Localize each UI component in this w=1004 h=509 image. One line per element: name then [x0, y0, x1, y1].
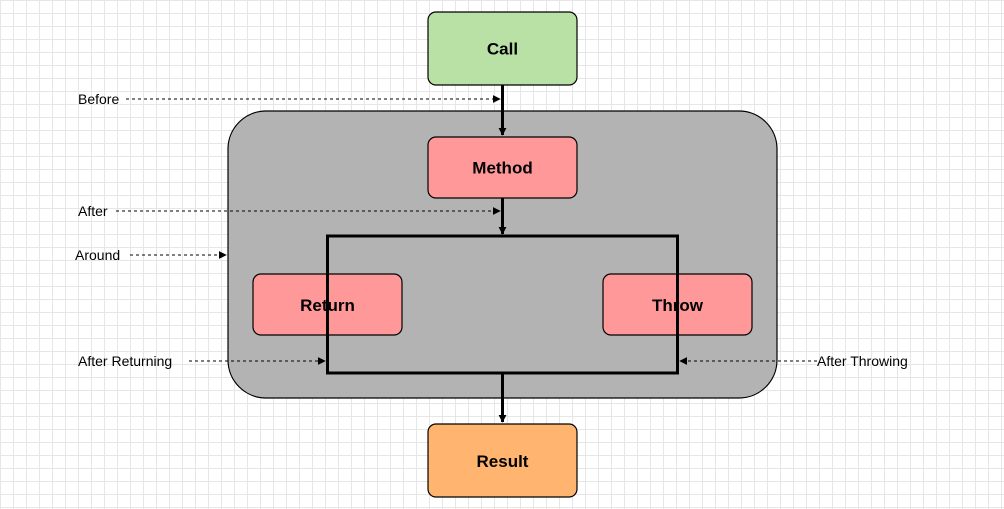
before-label: Before	[78, 91, 119, 107]
result-label: Result	[477, 452, 529, 471]
result-box	[427, 423, 578, 498]
result-node[interactable]: Result	[427, 423, 578, 498]
call-label: Call	[487, 40, 518, 59]
after-returning-label: After Returning	[78, 353, 172, 369]
method-label: Method	[472, 159, 532, 178]
method-node[interactable]: Method	[427, 136, 578, 199]
call-node[interactable]: Call	[427, 11, 578, 86]
after-label: After	[78, 203, 108, 219]
after-throwing-label: After Throwing	[817, 353, 908, 369]
around-label: Around	[75, 247, 120, 263]
